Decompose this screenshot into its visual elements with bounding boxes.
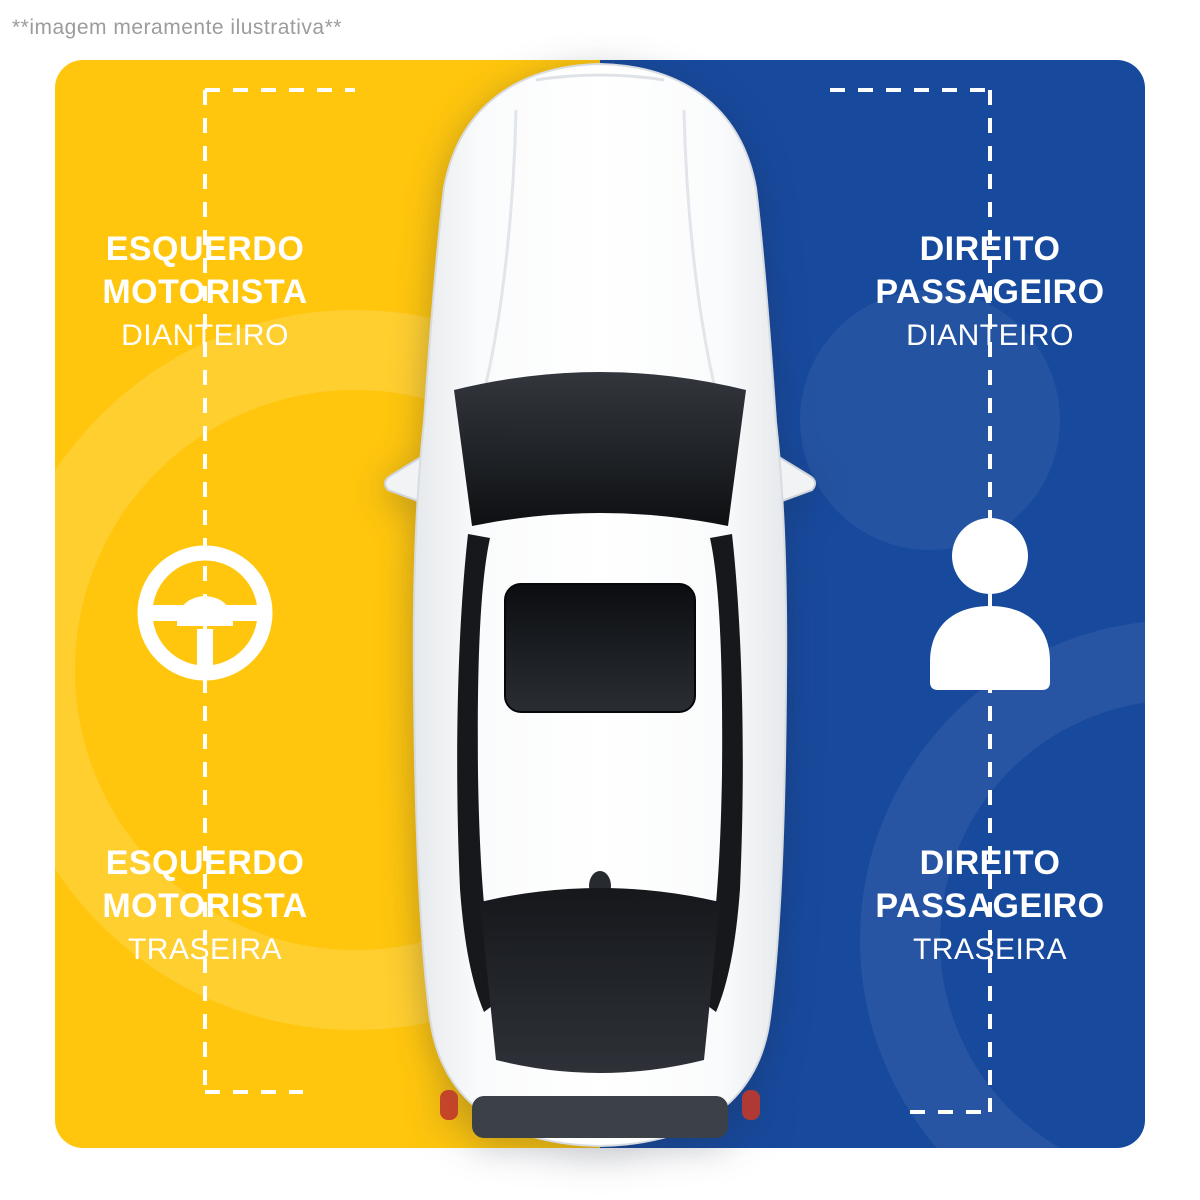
label-line: PASSAGEIRO <box>875 887 1105 925</box>
left-taillight <box>440 1090 458 1120</box>
passenger-person-icon <box>930 518 1050 690</box>
label-line: TRASEIRA <box>912 933 1068 966</box>
hood-line-left <box>484 109 518 385</box>
label-line: ESQUERDO <box>105 230 305 268</box>
front-nose-line <box>535 73 665 82</box>
label-rear-left: ESQUERDO MOTORISTA TRASEIRA <box>25 842 385 971</box>
dashed-guide-lines <box>203 88 992 1114</box>
label-rear-right: DIREITO PASSAGEIRO TRASEIRA <box>810 842 1170 971</box>
label-line: DIREITO <box>919 844 1061 882</box>
label-line: PASSAGEIRO <box>875 273 1105 311</box>
label-line: TRASEIRA <box>127 933 283 966</box>
right-mirror <box>773 452 816 506</box>
label-front-left: ESQUERDO MOTORISTA DIANTEIRO <box>25 228 385 357</box>
right-side-windows <box>700 534 743 1012</box>
steering-wheel-icon <box>137 545 273 681</box>
rear-window <box>480 888 720 1073</box>
label-line: MOTORISTA <box>102 273 308 311</box>
label-line: MOTORISTA <box>102 887 308 925</box>
label-line: DIREITO <box>919 230 1061 268</box>
label-line: ESQUERDO <box>105 844 305 882</box>
label-line: DIANTEIRO <box>906 319 1074 352</box>
hood-line-right <box>682 109 716 385</box>
car-top-view <box>384 62 816 1148</box>
label-front-right: DIREITO PASSAGEIRO DIANTEIRO <box>810 228 1170 357</box>
label-line: DIANTEIRO <box>121 319 289 352</box>
caption-text: **imagem meramente ilustrativa** <box>12 16 342 39</box>
rear-bumper <box>472 1096 728 1138</box>
left-side-windows <box>457 534 500 1012</box>
left-mirror <box>384 452 427 506</box>
right-taillight <box>742 1090 760 1120</box>
windshield <box>454 372 746 526</box>
sunroof <box>504 583 696 713</box>
